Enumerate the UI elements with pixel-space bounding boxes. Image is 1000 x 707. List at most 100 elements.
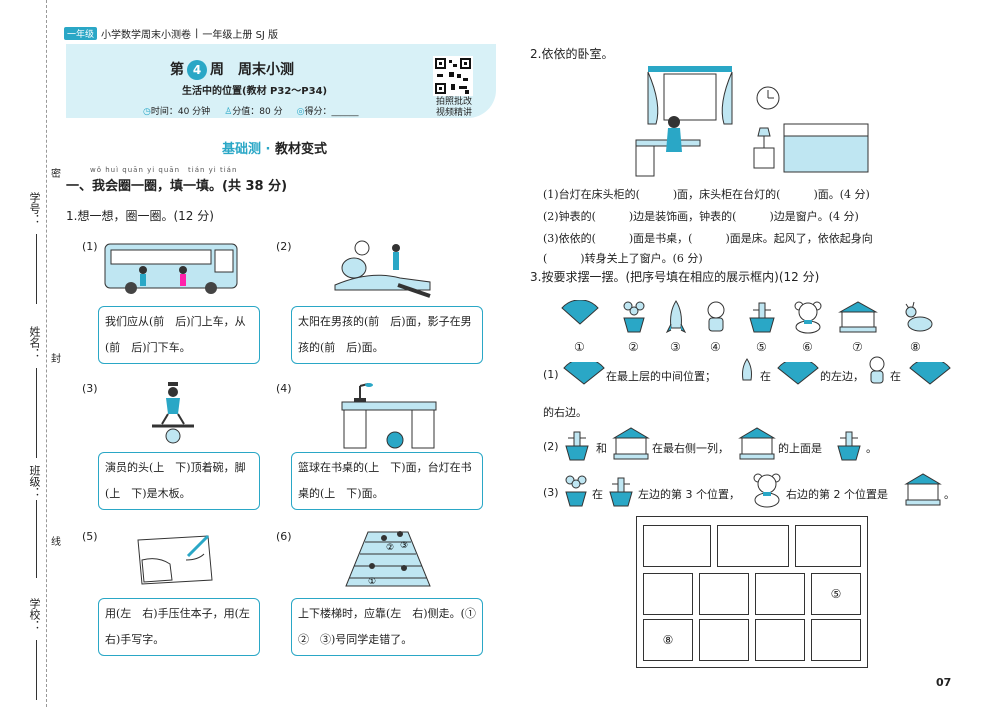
sun-boy-icon [334, 240, 431, 298]
fan-icon [909, 362, 951, 385]
cut-mark-seal: 密 [51, 169, 61, 180]
flower-pot-icon [623, 301, 645, 333]
q1-item-2-box[interactable]: 太阳在男孩的(前 后)面，影子在男孩的(前 后)面。 [291, 306, 483, 364]
target-icon: ◎ [296, 107, 305, 117]
svg-text:②: ② [386, 543, 394, 553]
rocket-icon [665, 300, 687, 334]
q3-s3-num: (3) [543, 486, 559, 499]
q3-s1-num: (1) [543, 368, 559, 381]
page-subtitle: 生活中的位置(教材 P32～P34) [182, 86, 328, 97]
bedroom-illustration [635, 66, 869, 177]
score-text: 得分：______ [304, 107, 359, 117]
fan-icon [561, 300, 599, 325]
teddy-bear-icon [753, 473, 781, 508]
q2-line-3[interactable]: (3)依依的( )面是书桌，( )面是床。起风了，依依起身向 [543, 232, 873, 245]
teddy-bear-icon [794, 301, 822, 334]
section-subtitle: 教材变式 [275, 142, 328, 157]
section-dot: · [261, 142, 276, 157]
flower-pot-icon [565, 475, 587, 507]
page-number: 07 [936, 676, 952, 689]
astronaut-icon [869, 356, 885, 384]
q2-line-2[interactable]: (2)钟表的( )边是装饰画，钟表的( )边是窗户。(4 分) [543, 210, 859, 223]
svg-text:③: ③ [400, 541, 408, 551]
q1-item-3-box[interactable]: 演员的头(上 下)顶着碗，脚(上 下)是木板。 [98, 452, 260, 510]
student-id-line [36, 234, 37, 304]
q2-line-4[interactable]: ( )转身关上了窗户。(6 分) [543, 252, 703, 265]
q1-item-6-number: (6) [276, 530, 292, 543]
q3-s1-text-3: 的左边， [820, 370, 864, 383]
carousel-icon [612, 427, 650, 460]
carousel-icon [838, 301, 878, 333]
q3-s1-text-1: 在最上层的中间位置； [606, 370, 716, 383]
display-shelf-grid: ⑤ ⑧ [636, 516, 868, 668]
q3-s3-text-4: 。 [944, 488, 955, 501]
fan-icon [563, 362, 605, 385]
astronaut-icon [707, 301, 725, 332]
name-label: 姓名： [28, 326, 41, 359]
q3-s2-text-3: 的上面是 [778, 442, 822, 455]
carousel-icon [738, 427, 776, 460]
score-info: ◎得分：______ [297, 104, 359, 117]
bus-icon [104, 243, 238, 294]
shelf-slot[interactable] [699, 573, 749, 615]
qr-caption: 拍照批改视频精讲 [432, 97, 476, 119]
week-number: 4 [187, 60, 207, 80]
q3-s2-num: (2) [543, 440, 559, 453]
class-line [36, 500, 37, 578]
rocket-icon [742, 358, 752, 381]
acrobat-icon [152, 382, 194, 444]
item-number-label: ③ [670, 340, 681, 354]
cut-mark-line: 线 [51, 537, 61, 548]
q1-title: 1.想一想，圈一圈。(12 分) [66, 209, 214, 223]
item-number-label: ⑤ [756, 340, 767, 354]
shelf-slot[interactable] [643, 573, 693, 615]
q1-item-1-box[interactable]: 我们应从(前 后)门上车，从(前 后)门下车。 [98, 306, 260, 364]
deer-icon [905, 301, 933, 332]
points-text: 分值：80 分 [232, 107, 283, 117]
title-prefix: 第 [170, 62, 184, 78]
cut-mark-close: 封 [51, 354, 61, 365]
shelf-slot[interactable] [717, 525, 789, 567]
q1-item-1-number: (1) [82, 240, 98, 253]
class-label: 班级： [28, 465, 41, 498]
shelf-slot[interactable] [643, 525, 711, 567]
person-icon: ♙ [224, 107, 233, 117]
q3-s1-text-2: 在 [760, 370, 771, 383]
cactus-icon [565, 431, 589, 461]
q3-s2-text-1: 和 [596, 442, 607, 455]
header-panel [66, 44, 496, 118]
qr-caption-2: 视频精讲 [435, 108, 472, 118]
clock-icon: ◷ [143, 107, 151, 117]
school-label: 学校： [28, 598, 41, 631]
shelf-slot[interactable]: ⑧ [643, 619, 693, 661]
q3-s1-text-5: 的右边。 [543, 406, 587, 419]
series-title: 小学数学周末小测卷 [101, 30, 192, 41]
svg-text:①: ① [368, 577, 376, 587]
student-id-label: 学号： [28, 192, 41, 225]
shelf-slot[interactable] [811, 619, 861, 661]
q1-item-3-number: (3) [82, 382, 98, 395]
name-line [36, 368, 37, 458]
q1-item-6-box[interactable]: 上下楼梯时，应靠(左 右)侧走。(① ② ③)号同学走错了。 [291, 598, 487, 656]
shelf-slot[interactable] [795, 525, 861, 567]
shelf-slot[interactable] [755, 619, 805, 661]
desk-icon [341, 383, 437, 449]
q3-title: 3.按要求摆一摆。(把序号填在相应的展示框内)(12 分) [530, 270, 820, 284]
shelf-slot[interactable] [699, 619, 749, 661]
item-number-label: ⑦ [852, 340, 863, 354]
q1-item-5-number: (5) [82, 530, 98, 543]
divider: | [195, 28, 199, 39]
writing-hands-icon [137, 534, 213, 585]
q3-s2-text-4: 。 [866, 442, 877, 455]
binding-line [46, 0, 47, 707]
q1-item-2-number: (2) [276, 240, 292, 253]
q1-item-4-box[interactable]: 篮球在书桌的(上 下)面，台灯在书桌的(上 下)面。 [291, 452, 483, 510]
q1-item-5-box[interactable]: 用(左 右)手压住本子，用(左 右)手写字。 [98, 598, 261, 656]
shelf-slot[interactable] [755, 573, 805, 615]
shelf-slot[interactable]: ⑤ [811, 573, 861, 615]
q2-line-1[interactable]: (1)台灯在床头柜的( )面，床头柜在台灯的( )面。(4 分) [543, 188, 870, 201]
qr-code[interactable] [433, 56, 473, 96]
item-number-label: ① [574, 340, 585, 354]
time-info: ◷时间：40 分钟 [143, 104, 210, 117]
